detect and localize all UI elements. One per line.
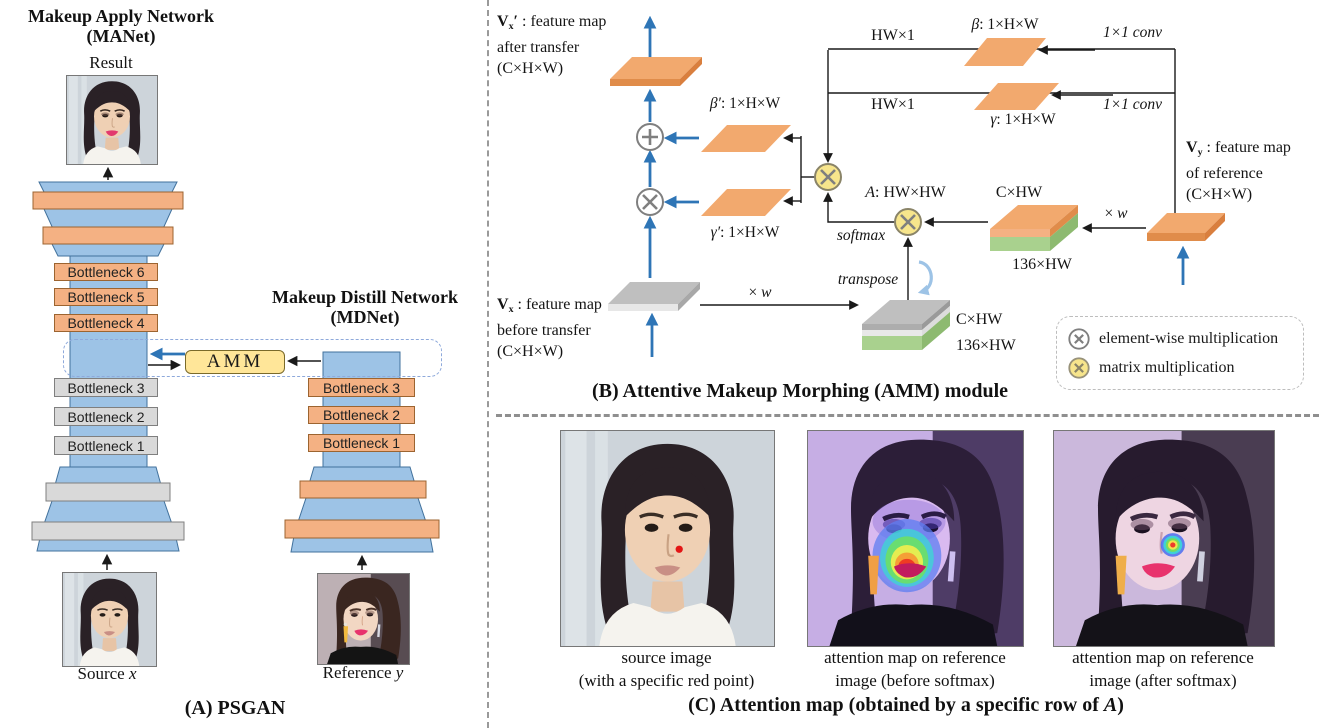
gamma-label: γ: 1×H×W: [990, 111, 1056, 128]
amm-dashed-region: [63, 339, 442, 377]
manet-title: Makeup Apply Network (MANet): [27, 6, 215, 46]
xw-left-label: × w: [748, 284, 772, 301]
result-label: Result: [89, 53, 133, 72]
vx-after-transfer-label: Vx′ : feature map after transfer (C×H×W): [497, 13, 607, 78]
conv-top-label: 1×1 conv: [1102, 24, 1163, 41]
amm-module-box: AMM: [185, 350, 285, 374]
after-softmax-caption: attention map on reference image (after …: [1072, 648, 1254, 690]
manet-bottleneck-5: Bottleneck 5: [54, 288, 158, 306]
matrix-multiplication-icon-right: [894, 208, 922, 236]
manet-bottleneck-1: Bottleneck 1: [54, 436, 158, 455]
result-image: [66, 75, 158, 165]
mdnet-bottleneck-1: Bottleneck 1: [308, 434, 415, 452]
softmax-label: softmax: [836, 227, 886, 244]
manet-bottleneck-6: Bottleneck 6: [54, 263, 158, 281]
legend-label: matrix multiplication: [1099, 358, 1235, 376]
operator-legend: element-wise multiplication matrix multi…: [1056, 316, 1304, 390]
136xhw-left-stack-label: 136×HW: [956, 337, 1016, 354]
source-face-illustration: [63, 573, 156, 666]
mdnet-bottleneck-2: Bottleneck 2: [308, 406, 415, 424]
vy-feature-map-label: Vy : feature map of reference (C×H×W): [1186, 139, 1291, 204]
manet-bottleneck-2: Bottleneck 2: [54, 407, 158, 426]
matrix-multiplication-legend-icon: [1068, 356, 1090, 379]
vertical-panel-separator: [487, 0, 489, 728]
specific-red-point: [675, 545, 683, 553]
beta-label: β: 1×H×W: [971, 16, 1039, 33]
heatmap-blob: [872, 519, 942, 593]
source-image: [62, 572, 157, 667]
beta-prime-label: β′: 1×H×W: [709, 95, 781, 112]
attention-matrix-label: A: HW×HW: [865, 184, 946, 201]
legend-row-elementwise: element-wise multiplication: [1067, 327, 1293, 351]
manet-bottleneck-3: Bottleneck 3: [54, 378, 158, 397]
gamma-prime-label: γ′: 1×H×W: [710, 224, 780, 241]
attention-dot: [1160, 533, 1185, 557]
panel-c-caption: (C) Attention map (obtained by a specifi…: [688, 694, 1124, 716]
source-label: Source x: [77, 664, 137, 683]
reference-face-illustration: [318, 574, 409, 664]
source-image-caption: source image (with a specific red point): [578, 648, 755, 690]
amm-module-diagram-svg: [608, 15, 1225, 357]
attention-source-face-illustration: [561, 431, 774, 646]
panel-a-caption: (A) PSGAN: [184, 697, 286, 719]
mdnet-title: Makeup Distill Network (MDNet): [272, 287, 458, 327]
reference-label: Reference y: [322, 663, 404, 682]
attention-source-image: [560, 430, 775, 647]
elementwise-add-icon: [636, 123, 664, 151]
xw-right-label: × w: [1104, 205, 1128, 222]
panel-b-title: (B) Attentive Makeup Morphing (AMM) modu…: [591, 380, 1009, 402]
panel-a-diagram-svg: [31, 166, 440, 570]
transpose-arrow-icon: [917, 260, 933, 296]
legend-label: element-wise multiplication: [1099, 329, 1279, 347]
before-softmax-caption: attention map on reference image (before…: [824, 648, 1006, 690]
matrix-multiplication-icon-left: [814, 163, 842, 191]
legend-row-matrix: matrix multiplication: [1067, 356, 1293, 380]
result-face-illustration: [67, 76, 157, 164]
elementwise-multiplication-legend-icon: [1068, 327, 1090, 350]
attention-before-softmax-illustration: [808, 431, 1023, 646]
mdnet-bottleneck-3: Bottleneck 3: [308, 378, 415, 397]
cxhw-left-stack-label: C×HW: [956, 311, 1003, 328]
elementwise-multiplication-icon: [636, 188, 664, 216]
attention-after-softmax-illustration: [1054, 431, 1274, 646]
hw1-bottom-label: HW×1: [871, 96, 915, 113]
horizontal-panel-separator: [496, 414, 1319, 417]
vx-before-transfer-label: Vx : feature map before transfer (C×H×W): [497, 296, 602, 361]
transpose-label: transpose: [837, 271, 899, 288]
attention-before-softmax-image: [807, 430, 1024, 647]
136xhw-right-stack-label: 136×HW: [1012, 256, 1072, 273]
attention-after-softmax-image: [1053, 430, 1275, 647]
manet-bottleneck-4: Bottleneck 4: [54, 314, 158, 332]
reference-image: [317, 573, 410, 665]
hw1-top-label: HW×1: [871, 27, 915, 44]
cxhw-right-stack-label: C×HW: [995, 184, 1043, 201]
conv-bottom-label: 1×1 conv: [1102, 96, 1163, 113]
